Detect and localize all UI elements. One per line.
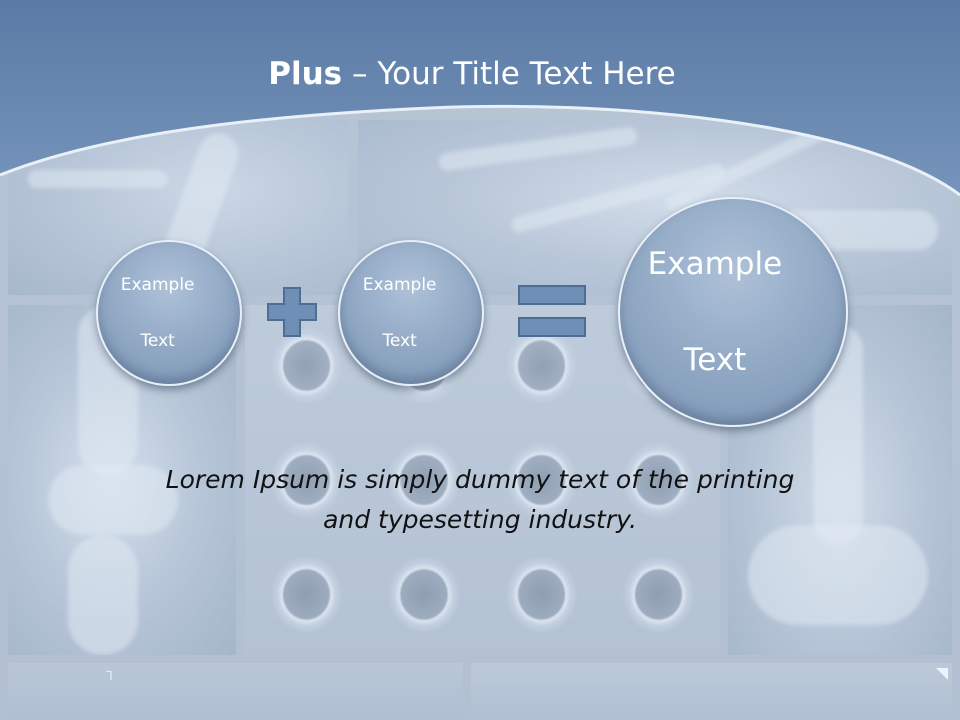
xray-panel-bottom-right [471, 663, 952, 720]
circle-middle-line1: Example [362, 275, 437, 295]
skull-scan [616, 550, 700, 639]
circle-left-line1: Example [120, 275, 195, 295]
body-text: Lorem Ipsum is simply dummy text of the … [110, 460, 850, 540]
equals-icon [518, 285, 586, 337]
circle-left-line2: Text [140, 331, 175, 351]
skull-scan [382, 435, 466, 525]
circle-middle-line2: Text [382, 331, 417, 351]
title-rest: – Your Title Text Here [342, 56, 676, 92]
plus-icon [267, 287, 317, 337]
header-band: Plus – Your Title Text Here [0, 0, 960, 200]
film-marker: L [106, 668, 113, 682]
circle-result-line2: Text [683, 342, 747, 378]
skull-scan [265, 550, 349, 639]
skull-scan [265, 435, 349, 525]
body-text-line2: and typesetting industry. [323, 505, 637, 534]
film-corner-triangle [936, 668, 948, 680]
xray-panel-bottom-left [8, 663, 463, 720]
skull-scan [265, 321, 349, 410]
skull-scan [499, 550, 583, 639]
skull-scan [382, 550, 466, 639]
title-bold: Plus [268, 56, 343, 92]
skull-scan [499, 435, 583, 525]
body-text-line1: Lorem Ipsum is simply dummy text of the … [165, 465, 795, 494]
slide-title: Plus – Your Title Text Here [0, 56, 944, 92]
circle-result-line1: Example [647, 246, 783, 282]
skull-scan [616, 435, 700, 525]
